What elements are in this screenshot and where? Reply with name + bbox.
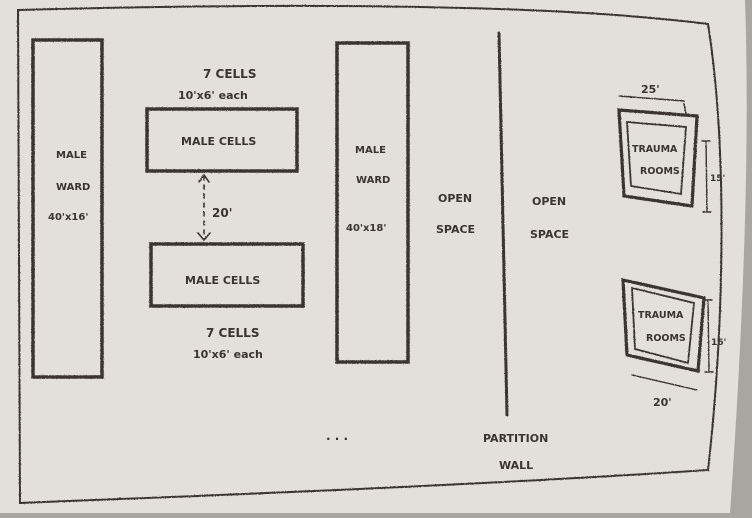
partition-wall-line <box>497 31 509 417</box>
center-ward-label-line2: WARD <box>356 175 390 186</box>
trauma-upper-width-dim <box>618 95 685 102</box>
left-ward-label-line2: WARD <box>56 182 90 193</box>
trauma-upper-label-line2: ROOMS <box>640 166 680 177</box>
trauma-lower-label-line2: ROOMS <box>646 333 686 344</box>
lower-cells-name: MALE CELLS <box>185 274 260 287</box>
trauma-lower-dim-tick-icon <box>703 299 714 373</box>
trauma-lower-label-line1: TRAUMA <box>638 310 684 321</box>
lower-cells-box <box>149 242 305 308</box>
left-ward-box <box>31 38 104 379</box>
open-space-2-line1: OPEN <box>532 195 566 208</box>
open-space-1-line2: SPACE <box>436 223 475 236</box>
page-frame <box>16 4 723 505</box>
trauma-upper-width-label: 25' <box>641 83 660 96</box>
trauma-upper-dim-tick-icon <box>683 103 712 213</box>
gap-arrow-head-bottom-icon <box>197 232 211 242</box>
left-ward-label-line1: MALE <box>56 150 87 161</box>
center-ward-label-size: 40'x18' <box>346 223 386 234</box>
trauma-upper-height-dim <box>705 140 708 213</box>
trauma-upper-inner-box <box>626 121 687 196</box>
trauma-lower-outer-box <box>621 277 706 373</box>
trauma-upper-height-label: 15' <box>710 174 725 184</box>
trauma-upper-label-line1: TRAUMA <box>632 144 678 155</box>
partition-wall-label-line1: PARTITION <box>483 432 548 445</box>
trauma-lower-height-dim <box>707 299 710 373</box>
trauma-upper-outer-box <box>617 108 699 208</box>
trauma-lower-width-dim <box>631 374 698 391</box>
gap-dimension-label: 20' <box>212 206 232 220</box>
lower-cells-count: 7 CELLS <box>206 326 259 340</box>
upper-cells-box <box>145 107 299 173</box>
upper-cells-size: 10'x6' each <box>178 89 248 102</box>
partition-wall-label-line2: WALL <box>499 459 533 472</box>
trauma-lower-height-label: 16' <box>711 338 726 348</box>
open-space-2-line2: SPACE <box>530 228 569 241</box>
left-ward-label-size: 40'x16' <box>48 212 88 223</box>
open-space-1-line1: OPEN <box>438 192 472 205</box>
gap-arrow-head-top-icon <box>198 173 210 183</box>
center-ward-label-line1: MALE <box>355 145 386 156</box>
upper-cells-name: MALE CELLS <box>181 135 256 148</box>
lower-cells-size: 10'x6' each <box>193 348 263 361</box>
trauma-lower-width-label: 20' <box>653 396 672 409</box>
ellipsis-mark: . . . <box>326 429 348 443</box>
center-ward-box <box>335 41 410 364</box>
upper-cells-count: 7 CELLS <box>203 67 256 81</box>
trauma-lower-inner-box <box>631 286 695 365</box>
